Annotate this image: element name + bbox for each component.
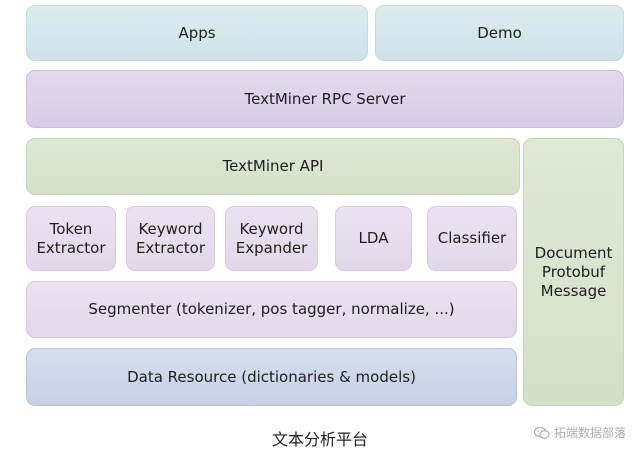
api-box: TextMiner API — [26, 138, 520, 195]
apps-box: Apps — [26, 5, 368, 61]
module-label: Keyword Expander — [235, 219, 308, 257]
module-classifier: Classifier — [427, 206, 517, 271]
protobuf-label: Document Protobuf Message — [534, 243, 613, 300]
module-lda: LDA — [335, 206, 412, 271]
demo-label: Demo — [477, 23, 522, 42]
module-token-extractor: Token Extractor — [26, 206, 116, 271]
rpc-server-box: TextMiner RPC Server — [26, 70, 624, 128]
segmenter-label: Segmenter (tokenizer, pos tagger, normal… — [88, 300, 455, 318]
module-label: LDA — [358, 229, 389, 247]
wechat-icon — [533, 426, 550, 439]
apps-label: Apps — [178, 23, 216, 42]
module-keyword-expander: Keyword Expander — [225, 206, 318, 271]
watermark-text: 拓端数据部落 — [553, 426, 626, 440]
segmenter-box: Segmenter (tokenizer, pos tagger, normal… — [26, 281, 517, 338]
demo-box: Demo — [375, 5, 624, 61]
module-keyword-extractor: Keyword Extractor — [126, 206, 215, 271]
figure-caption: 文本分析平台 — [271, 430, 368, 449]
module-label: Classifier — [437, 229, 507, 247]
module-label: Token Extractor — [36, 219, 106, 257]
protobuf-box: Document Protobuf Message — [523, 138, 624, 406]
data-resource-label: Data Resource (dictionaries & models) — [127, 367, 416, 386]
api-label: TextMiner API — [222, 157, 324, 175]
watermark: 拓端数据部落 — [533, 424, 626, 441]
rpc-server-label: TextMiner RPC Server — [244, 89, 406, 108]
data-resource-box: Data Resource (dictionaries & models) — [26, 348, 517, 406]
module-label: Keyword Extractor — [135, 219, 206, 257]
